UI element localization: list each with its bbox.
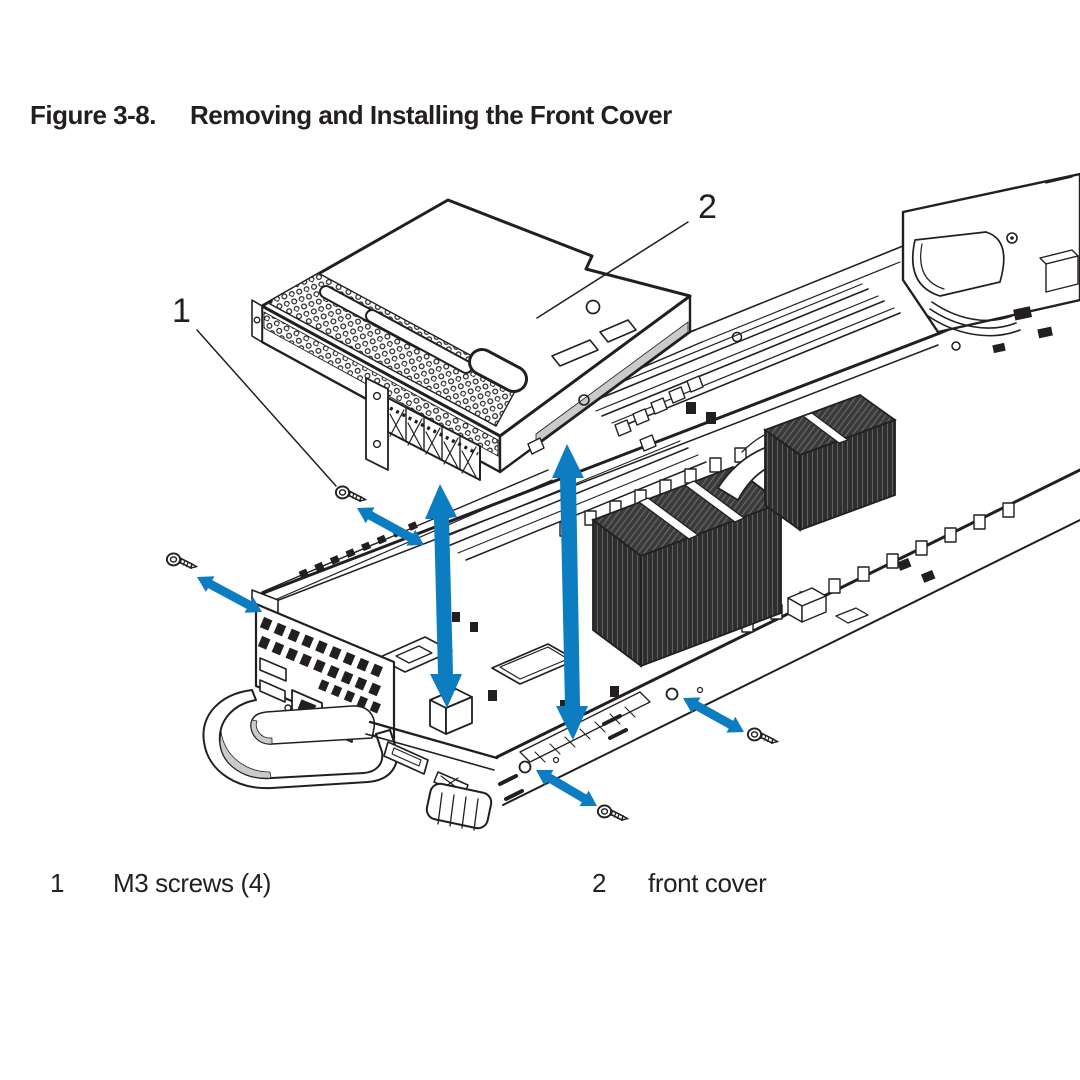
vga-port bbox=[383, 741, 429, 775]
double-headed-arrow-icon bbox=[357, 507, 424, 546]
legend-item-1-label: M3 screws (4) bbox=[113, 868, 272, 898]
cover-screw-hole-front bbox=[518, 760, 532, 774]
m3-screw-icon bbox=[334, 485, 367, 502]
led-connector-grid3 bbox=[318, 679, 386, 716]
usb-port-upper bbox=[259, 657, 287, 682]
cover-screw-hole-rear bbox=[665, 687, 679, 701]
callout-1-number: 1 bbox=[172, 292, 191, 330]
louver-strip bbox=[519, 691, 651, 763]
led-connector-grid bbox=[259, 616, 388, 680]
double-headed-arrow-icon bbox=[683, 697, 744, 733]
cover-port-bracket bbox=[365, 377, 389, 471]
motherboard-components bbox=[377, 402, 936, 711]
cover-left-flange bbox=[251, 299, 263, 343]
double-headed-arrow-icon bbox=[552, 444, 588, 740]
cpu-heatsink-rear bbox=[763, 393, 897, 532]
cover-top-hole bbox=[585, 299, 601, 315]
double-headed-arrow-icon bbox=[197, 576, 262, 613]
double-headed-arrow-icon bbox=[425, 484, 462, 708]
figure-label: Figure 3-8. bbox=[30, 100, 156, 130]
rear-dimm-bank bbox=[579, 283, 901, 452]
callout-2-number: 2 bbox=[698, 188, 717, 226]
callout-2-leader-line bbox=[536, 221, 689, 319]
release-latch bbox=[425, 782, 493, 831]
callouts: 1 2 bbox=[172, 188, 717, 487]
cover-perforated-band-front bbox=[263, 311, 499, 457]
m3-screw-icon bbox=[746, 727, 779, 744]
rear-bay bbox=[901, 172, 1080, 354]
front-rail bbox=[365, 720, 499, 831]
legend-item-1-number: 1 bbox=[50, 868, 65, 898]
m3-screw-icon bbox=[596, 804, 629, 821]
figure-caption: Figure 3-8. Removing and Installing the F… bbox=[30, 100, 672, 131]
cover-port-gang bbox=[387, 397, 481, 481]
front-handle bbox=[202, 689, 398, 790]
server-chassis-drawing bbox=[202, 172, 1080, 831]
m3-screw-icon bbox=[165, 552, 198, 569]
callout-1-leader-line bbox=[196, 329, 337, 487]
legend-item-2-number: 2 bbox=[592, 868, 607, 898]
double-headed-arrow-icon bbox=[536, 769, 597, 807]
legend-item-2-label: front cover bbox=[648, 868, 767, 898]
chassis-left-wall-inner-edge bbox=[257, 344, 939, 609]
cover-top-slots bbox=[319, 285, 528, 393]
direction-arrows bbox=[197, 444, 744, 807]
led-connector-grid2 bbox=[257, 635, 386, 699]
usb-port-lower bbox=[259, 679, 286, 703]
figure-title-text: Removing and Installing the Front Cover bbox=[189, 100, 672, 130]
front-cover-drawing bbox=[251, 198, 692, 481]
